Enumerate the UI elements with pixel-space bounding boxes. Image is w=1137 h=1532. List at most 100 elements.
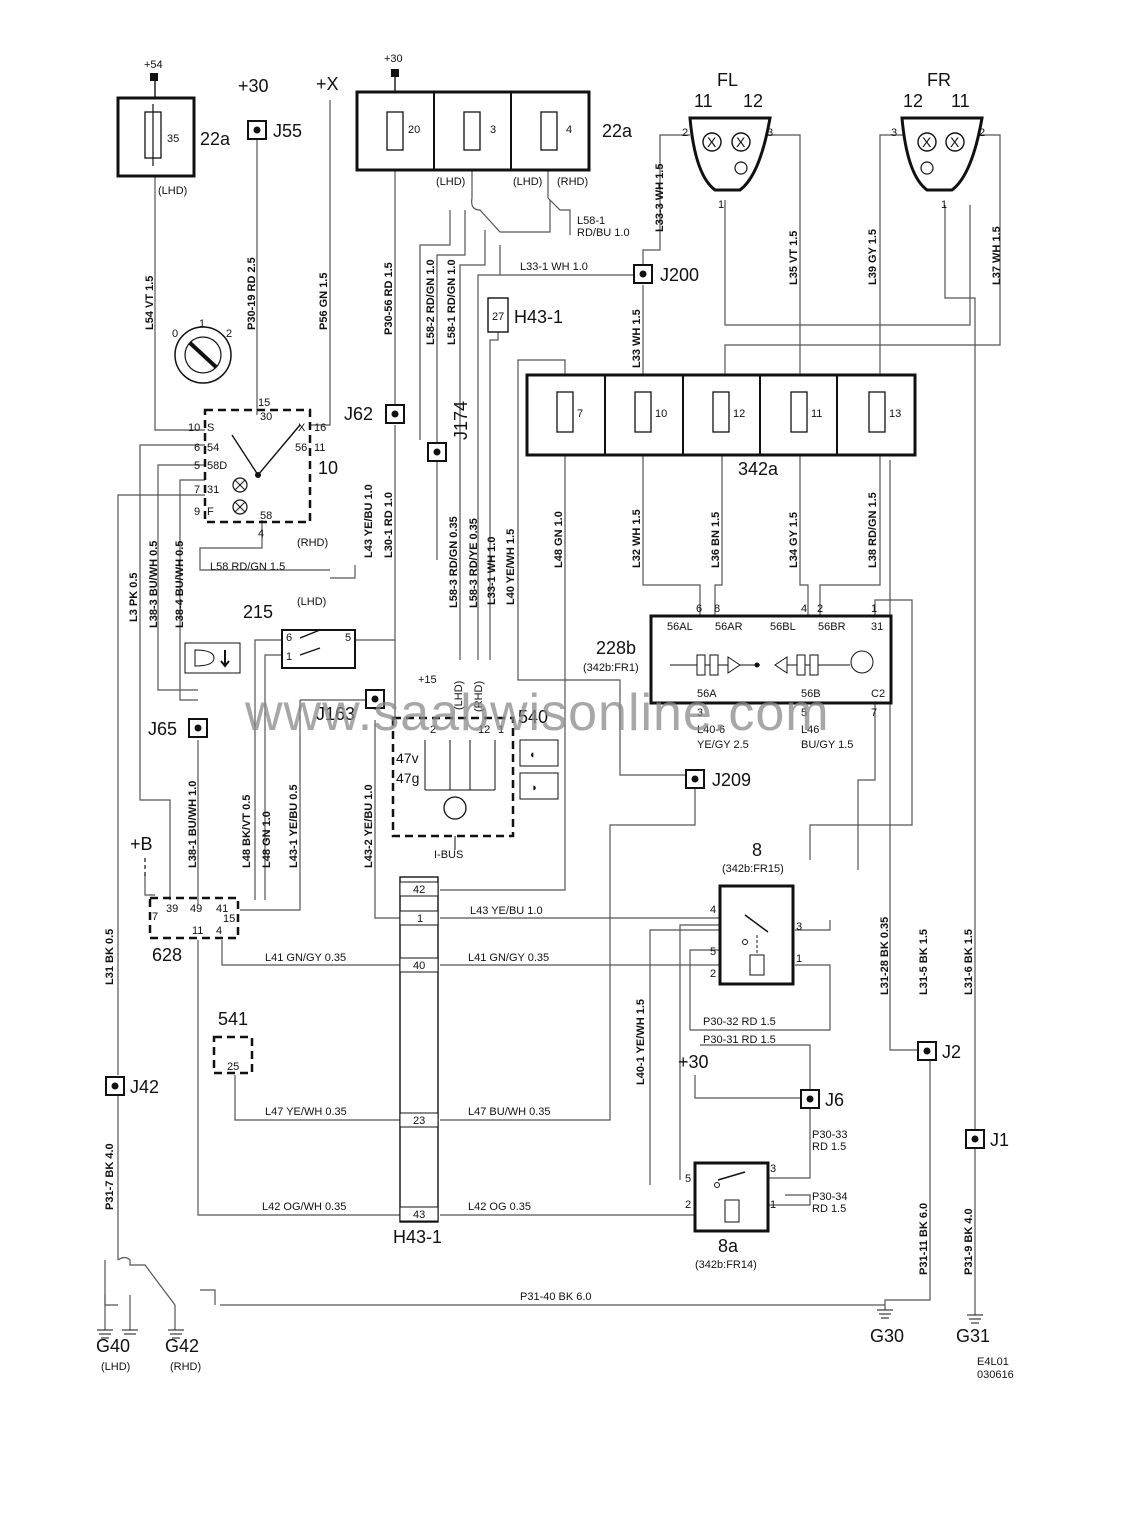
svg-text:(342b:FR1): (342b:FR1): [583, 662, 639, 674]
svg-text:G42: G42: [165, 1336, 199, 1356]
svg-text:23: 23: [413, 1115, 425, 1127]
svg-text:58D: 58D: [207, 460, 227, 472]
horizontal-wire-labels: L58-1 RD/BU 1.0 L33-1 WH 1.0 L58 RD/GN 1…: [210, 215, 853, 1303]
svg-text:6: 6: [286, 632, 292, 644]
svg-text:(LHD): (LHD): [453, 681, 465, 710]
svg-text:3: 3: [767, 127, 773, 139]
svg-text:58: 58: [260, 510, 272, 522]
svg-text:2: 2: [682, 127, 688, 139]
svg-text:2: 2: [817, 603, 823, 615]
svg-text:◐: ◐: [530, 749, 537, 761]
svg-text:30: 30: [260, 411, 272, 423]
rhd-label: (RHD): [557, 176, 588, 188]
svg-text:1: 1: [417, 913, 423, 925]
svg-text:11: 11: [951, 91, 970, 111]
svg-text:L58-1 RD/GN 1.0: L58-1 RD/GN 1.0: [446, 259, 458, 345]
svg-text:◑: ◑: [530, 782, 537, 794]
svg-text:L40-1 YE/WH 1.5: L40-1 YE/WH 1.5: [635, 999, 647, 1085]
svg-text:15: 15: [258, 397, 270, 409]
svg-text:56AR: 56AR: [715, 621, 743, 633]
svg-text:1: 1: [941, 199, 947, 211]
svg-text:(342b:FR15): (342b:FR15): [722, 863, 784, 875]
fuse-12-label: 12: [733, 408, 745, 420]
svg-text:F: F: [207, 506, 214, 518]
svg-text:12: 12: [743, 91, 763, 111]
junction-j55: J55: [247, 120, 302, 141]
svg-text:P31-7 BK 4.0: P31-7 BK 4.0: [104, 1143, 116, 1210]
svg-text:L41 GN/GY 0.35: L41 GN/GY 0.35: [265, 952, 346, 964]
svg-text:7: 7: [152, 911, 158, 923]
svg-text:8: 8: [714, 603, 720, 615]
svg-text:1: 1: [770, 1199, 776, 1211]
svg-text:L35 VT 1.5: L35 VT 1.5: [788, 231, 800, 285]
ground-g30-icon: [877, 1309, 893, 1319]
svg-text:L43 YE/BU 1.0: L43 YE/BU 1.0: [470, 905, 543, 917]
svg-text:43: 43: [413, 1209, 425, 1221]
h43-pin-1: 1: [399, 910, 439, 926]
svg-text:10: 10: [188, 422, 200, 434]
svg-text:47g: 47g: [396, 770, 419, 786]
junction-j2: J2: [917, 1041, 961, 1062]
svg-text:541: 541: [218, 1009, 248, 1029]
unit-540: 540 2 12 1 47v 47g I-BUS ◐ ◑: [391, 707, 559, 861]
svg-text:2: 2: [710, 968, 716, 980]
svg-text:4: 4: [216, 925, 222, 937]
svg-text:31: 31: [207, 484, 219, 496]
connector-h43-label: H43-1: [393, 1227, 442, 1247]
lhd-label-2: (LHD): [436, 176, 465, 188]
supply-plus30: +30: [238, 76, 269, 96]
svg-text:(342b:FR14): (342b:FR14): [695, 1259, 757, 1271]
svg-text:J163: J163: [316, 704, 355, 724]
svg-text:1: 1: [286, 651, 292, 663]
svg-text:X: X: [950, 134, 960, 150]
headlight-icon: [184, 642, 241, 674]
svg-text:L58 RD/GN 1.5: L58 RD/GN 1.5: [210, 561, 285, 573]
svg-text:L33-3 WH 1.5: L33-3 WH 1.5: [654, 164, 666, 232]
svg-text:L46: L46: [801, 724, 819, 736]
svg-text:49: 49: [190, 903, 202, 915]
svg-text:P30-31 RD 1.5: P30-31 RD 1.5: [703, 1034, 776, 1046]
svg-text:3: 3: [697, 707, 703, 719]
fusebox-22a-label: 22a: [200, 129, 231, 149]
svg-text:8: 8: [752, 840, 762, 860]
svg-text:L47 YE/WH 0.35: L47 YE/WH 0.35: [265, 1106, 347, 1118]
svg-text:P31-40 BK 6.0: P31-40 BK 6.0: [520, 1291, 592, 1303]
junction-j200: J200: [633, 264, 699, 285]
svg-text:12: 12: [903, 91, 923, 111]
fuse-13-label: 13: [889, 408, 901, 420]
svg-text:L43-1 YE/BU 0.5: L43-1 YE/BU 0.5: [288, 784, 300, 868]
svg-text:L48 BK/VT 0.5: L48 BK/VT 0.5: [241, 795, 253, 868]
svg-text:L37 WH 1.5: L37 WH 1.5: [991, 226, 1003, 285]
svg-text:L33-1 WH 1.0: L33-1 WH 1.0: [486, 537, 498, 605]
svg-text:P56 GN 1.5: P56 GN 1.5: [318, 273, 330, 330]
svg-text:3: 3: [891, 127, 897, 139]
fusebox-22a-label-2: 22a: [602, 121, 633, 141]
svg-text:47v: 47v: [396, 750, 419, 766]
svg-text:2: 2: [685, 1199, 691, 1211]
svg-text:12: 12: [478, 724, 490, 736]
fuse-3-label: 3: [490, 124, 496, 136]
svg-text:56AL: 56AL: [667, 621, 693, 633]
svg-text:030616: 030616: [977, 1369, 1014, 1381]
svg-text:I-BUS: I-BUS: [434, 849, 463, 861]
svg-text:P30-56 RD 1.5: P30-56 RD 1.5: [383, 262, 395, 335]
svg-text:5: 5: [801, 707, 807, 719]
svg-text:L38-3 BU/WH 0.5: L38-3 BU/WH 0.5: [148, 541, 160, 628]
svg-text:J55: J55: [273, 121, 302, 141]
junction-j62: J62: [344, 404, 405, 424]
svg-text:J174: J174: [451, 401, 471, 440]
svg-text:P31-9 BK 4.0: P31-9 BK 4.0: [963, 1208, 975, 1275]
svg-text:J42: J42: [130, 1077, 159, 1097]
fusebox-22a-right: 20 3 4 22a (LHD) (LHD) (RHD): [355, 90, 633, 188]
unit-541: 541 25: [212, 1009, 254, 1075]
svg-text:L54 VT 1.5: L54 VT 1.5: [144, 276, 156, 330]
svg-text:L43 YE/BU 1.0: L43 YE/BU 1.0: [363, 484, 375, 558]
svg-text:X: X: [707, 134, 717, 150]
svg-text:3: 3: [796, 921, 802, 933]
svg-text:4: 4: [258, 528, 264, 540]
svg-text:J6: J6: [825, 1090, 844, 1110]
fuse-4-label: 4: [566, 124, 572, 136]
svg-text:56BR: 56BR: [818, 621, 846, 633]
